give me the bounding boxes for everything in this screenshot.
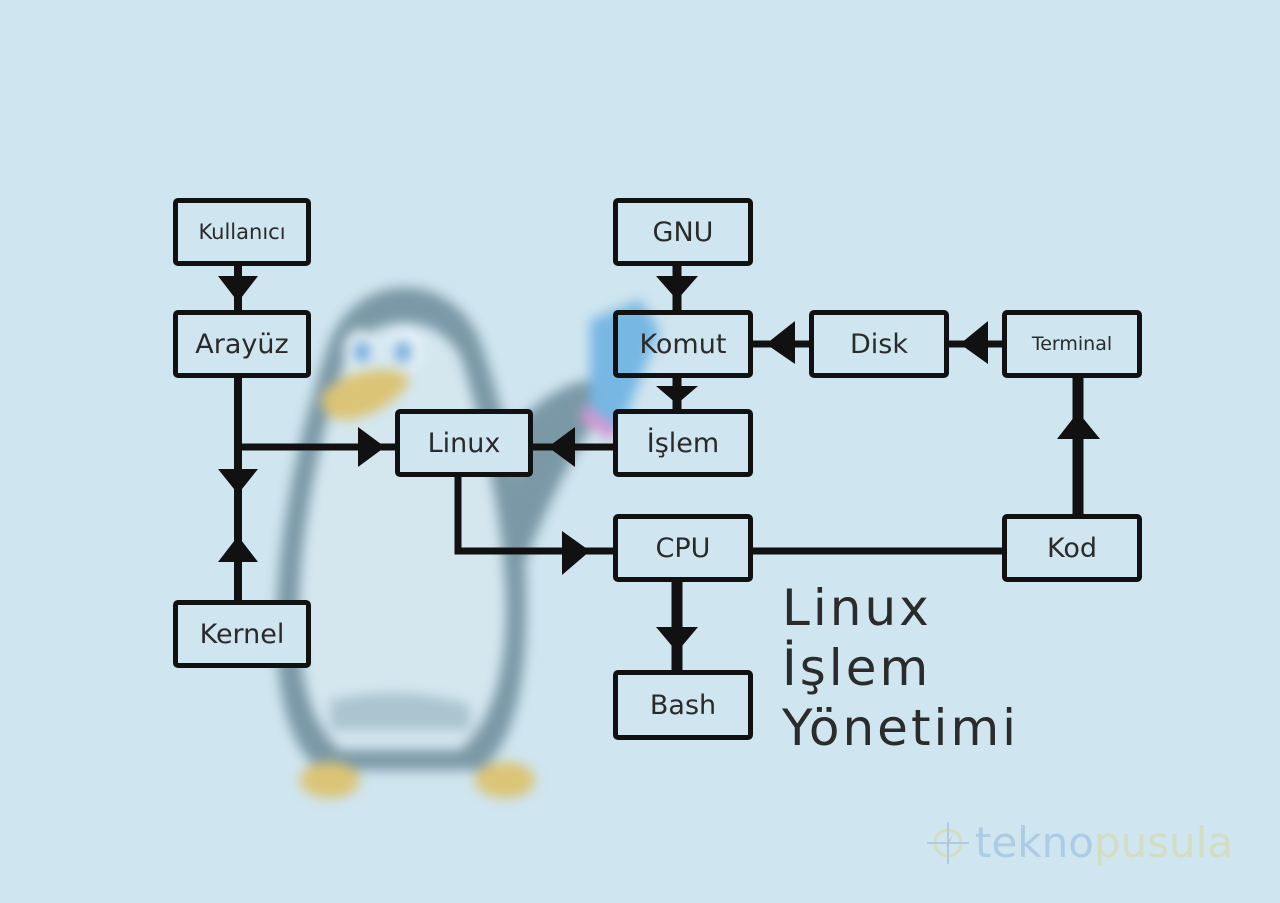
title-line-3: Yönetimi: [782, 699, 1020, 757]
node-kod: Kod: [1002, 514, 1142, 582]
title-line-1: Linux: [782, 579, 932, 637]
arrowhead-down: [656, 627, 698, 652]
node-linux: Linux: [395, 409, 533, 477]
node-kullanici: Kullanıcı: [173, 198, 311, 266]
node-bash: Bash: [613, 670, 753, 740]
node-gnu: GNU: [613, 198, 753, 266]
node-komut: Komut: [613, 310, 753, 378]
watermark-part-1: tekno: [975, 818, 1094, 867]
arrowhead-right: [358, 427, 385, 467]
node-islem: İşlem: [613, 409, 753, 477]
node-disk: Disk: [809, 310, 949, 378]
arrowhead-right: [562, 531, 590, 575]
watermark-part-2: pusula: [1093, 818, 1234, 867]
diagram-title: Linux İşlem Yönetimi: [782, 578, 1019, 758]
arrowhead-left: [548, 427, 575, 467]
arrowhead-down: [218, 276, 258, 302]
compass-icon: [927, 821, 969, 864]
title-line-2: İşlem: [782, 639, 932, 697]
arrowhead-down: [218, 469, 258, 494]
edge-linux-cpu: [454, 474, 617, 555]
arrowhead-up: [1057, 412, 1100, 439]
arrowhead-left: [766, 321, 795, 364]
node-arayuz: Arayüz: [173, 310, 311, 378]
arrowhead-down: [656, 386, 698, 404]
arrowhead-up: [218, 536, 258, 562]
arrowhead-left: [960, 321, 988, 364]
arrowhead-down: [656, 276, 698, 300]
node-cpu: CPU: [613, 514, 753, 582]
node-terminal: Terminal: [1002, 310, 1142, 378]
node-kernel: Kernel: [173, 600, 311, 668]
